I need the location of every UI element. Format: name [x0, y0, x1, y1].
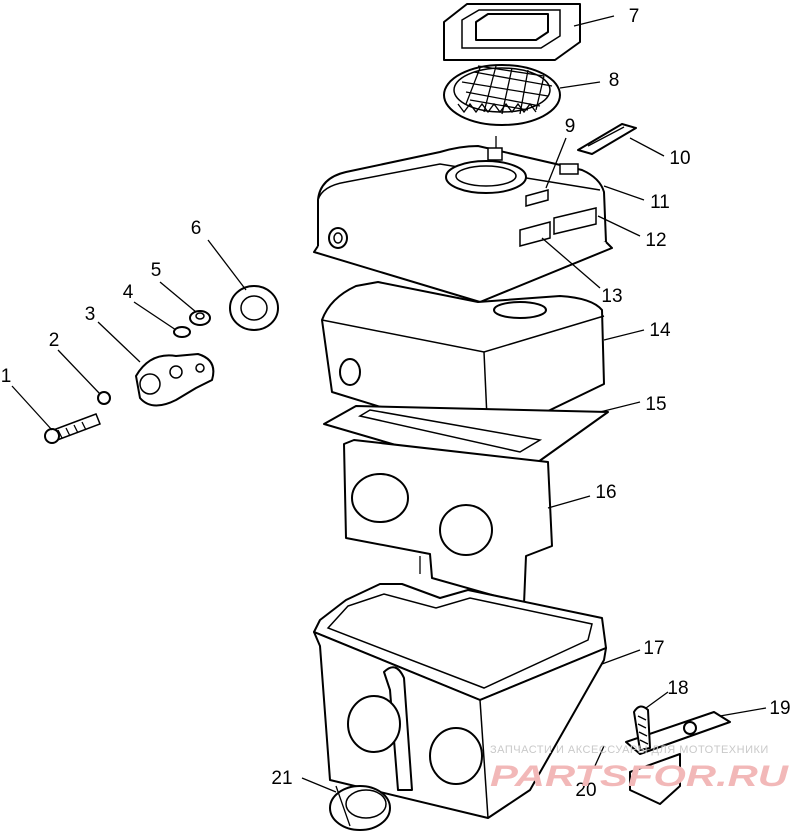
callout-9: 9 — [565, 116, 576, 137]
callout-16: 16 — [595, 482, 616, 503]
part-15-gasket — [323, 405, 609, 473]
part-8-mesh-screen — [443, 64, 561, 126]
callout-15: 15 — [645, 394, 666, 415]
leader-lines — [11, 15, 767, 793]
part-14-foam-element — [321, 281, 605, 441]
part-2-washer — [97, 391, 111, 405]
callout-2: 2 — [49, 330, 60, 351]
callout-7: 7 — [629, 6, 640, 27]
part-7-foam-block — [443, 3, 581, 61]
part-6-ring — [229, 285, 279, 331]
callout-5: 5 — [151, 260, 162, 281]
callout-18: 18 — [667, 678, 688, 699]
part-5-nut — [189, 310, 211, 326]
watermark-tagline: ЗАПЧАСТИ И АКСЕССУАРЫ ДЛЯ МОТОТЕХНИКИ — [490, 744, 769, 756]
part-10-strip — [577, 123, 637, 155]
callout-13: 13 — [601, 286, 622, 307]
part-3-valve-body — [135, 353, 215, 407]
part-16-baffle-plate — [343, 439, 553, 605]
callout-11: 11 — [650, 192, 670, 213]
part-18-clamp — [633, 705, 651, 751]
part-4-o-ring — [173, 326, 191, 338]
callout-3: 3 — [85, 304, 96, 325]
callout-1: 1 — [1, 366, 12, 387]
callout-4: 4 — [123, 282, 134, 303]
callout-20: 20 — [575, 780, 596, 801]
callout-14: 14 — [649, 320, 671, 341]
part-17-housing — [313, 583, 607, 819]
callout-17: 17 — [643, 638, 664, 659]
callout-12: 12 — [645, 230, 666, 251]
part-1-screw — [44, 413, 101, 444]
callout-6: 6 — [191, 218, 202, 239]
part-21-boot — [329, 785, 391, 831]
watermark: ЗАПЧАСТИ И АКСЕССУАРЫ ДЛЯ МОТОТЕХНИКИ PA… — [490, 744, 790, 793]
callout-labels: 1 2 3 4 5 6 7 8 9 10 11 12 13 14 15 16 1… — [1, 6, 791, 801]
callout-8: 8 — [609, 70, 620, 91]
callout-10: 10 — [669, 148, 690, 169]
part-11-cover — [313, 136, 613, 303]
watermark-brand: PARTSFOR.RU — [490, 760, 790, 793]
part-19-bracket — [625, 711, 731, 805]
callout-19: 19 — [769, 698, 790, 719]
callout-21: 21 — [271, 768, 292, 789]
